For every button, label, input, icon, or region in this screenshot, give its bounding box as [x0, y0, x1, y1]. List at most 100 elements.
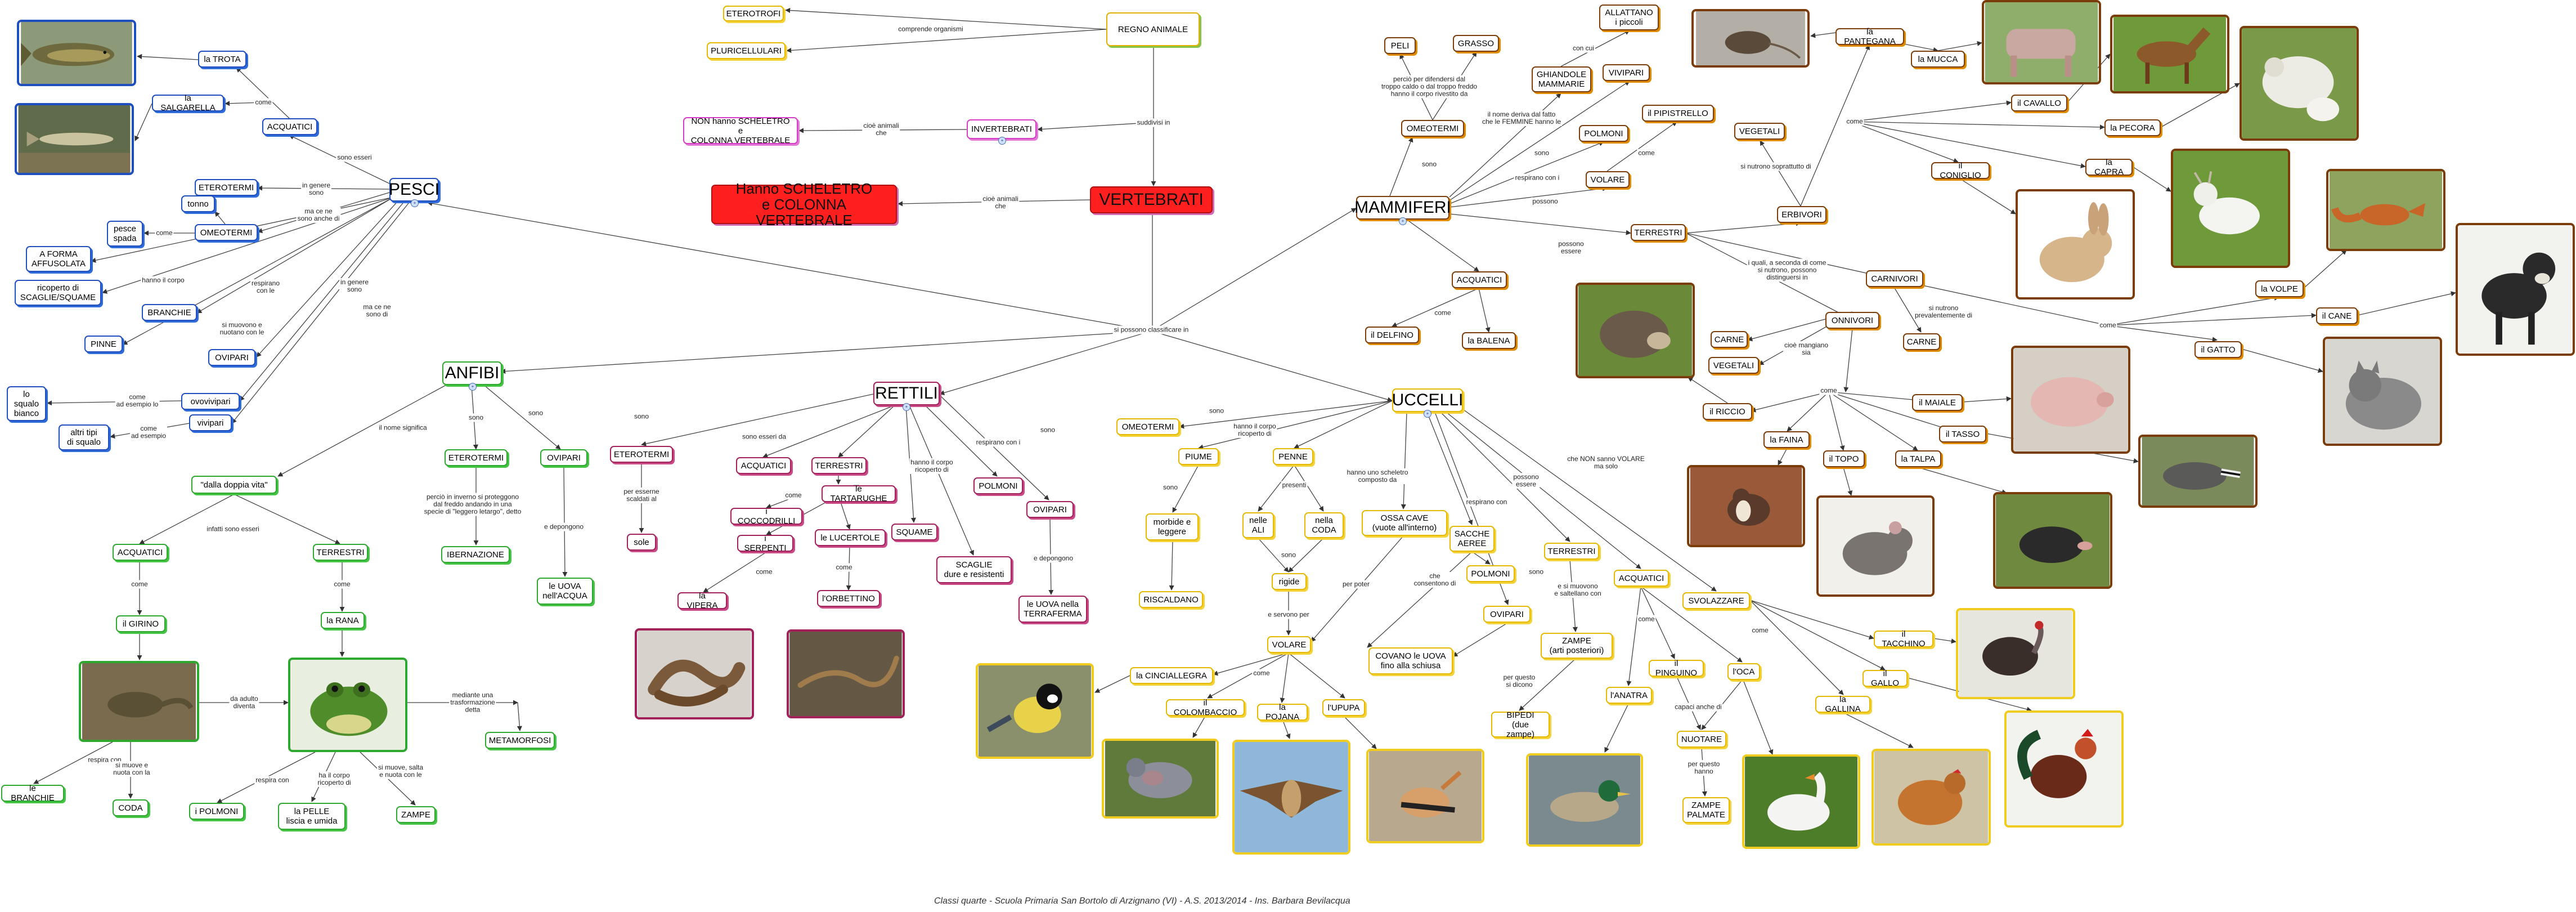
cinciallegra-node[interactable]: la CINCIALLEGRA — [1130, 667, 1213, 684]
squame-rettili-node[interactable]: SQUAME — [891, 524, 937, 540]
zampe-uccelli-node[interactable]: ZAMPE (arti posteriori) — [1541, 633, 1613, 659]
ghiandole-node[interactable]: GHIANDOLE MAMMARIE — [1532, 66, 1591, 92]
covano-node[interactable]: COVANO le UOVA fino alla schiusa — [1368, 647, 1453, 674]
altri-squalo-node[interactable]: altri tipi di squalo — [59, 424, 109, 450]
omeotermi-uccelli-node[interactable]: OMEOTERMI — [1116, 418, 1179, 435]
terrestri-rettili-node[interactable]: TERRESTRI — [811, 457, 867, 474]
pantegana-node[interactable]: la PANTEGANA — [1835, 27, 1904, 46]
tonno-node[interactable]: tonno — [181, 195, 215, 212]
affusolata-node[interactable]: A FORMA AFFUSOLATA — [26, 246, 91, 272]
eterotermi-anfibi-node[interactable]: ETEROTERMI — [445, 449, 508, 466]
anfibi-node[interactable]: ANFIBI — [442, 361, 502, 385]
sole-node[interactable]: sole — [627, 534, 656, 551]
talpa-node[interactable]: la TALPA — [1895, 450, 1941, 467]
piume-node[interactable]: PIUME — [1178, 448, 1219, 465]
grasso-node[interactable]: GRASSO — [1453, 35, 1499, 52]
omeotermi-pesci-node[interactable]: OMEOTERMI — [195, 224, 258, 241]
tacchino-node[interactable]: il TACCHINO — [1874, 629, 1933, 649]
rana-node[interactable]: la RANA — [321, 612, 365, 629]
tartarughe-node[interactable]: le TARTARUGHE — [822, 484, 896, 503]
acquatici-pesci-node[interactable]: ACQUATICI — [262, 118, 317, 135]
ovipari-rettili-node[interactable]: OVIPARI — [1026, 501, 1074, 518]
mammiferi-node[interactable]: MAMMIFERI — [1354, 196, 1451, 220]
carnivori-node[interactable]: CARNIVORI — [1866, 270, 1923, 287]
vipera-node[interactable]: la VIPERA — [677, 591, 727, 610]
branchie-pesci-node[interactable]: BRANCHIE — [142, 304, 197, 321]
delfino-node[interactable]: il DELFINO — [1365, 327, 1419, 343]
lucertole-node[interactable]: le LUCERTOLE — [815, 529, 886, 546]
invertebrati-node[interactable]: INVERTEBRATI — [967, 119, 1036, 139]
polmoni-uccelli-node[interactable]: POLMONI — [1466, 565, 1515, 582]
ovipari-uccelli-node[interactable]: OVIPARI — [1483, 606, 1531, 623]
girino-node[interactable]: il GIRINO — [116, 615, 165, 632]
pecora-node[interactable]: la PECORA — [2104, 119, 2161, 136]
terrestri-anfibi-node[interactable]: TERRESTRI — [313, 544, 368, 561]
orbettino-node[interactable]: l'ORBETTINO — [817, 590, 880, 607]
coccodrilli-node[interactable]: i COCCODRILLI — [730, 507, 802, 526]
omeotermi-mammiferi-node[interactable]: OMEOTERMI — [1401, 120, 1464, 137]
uova-terra-node[interactable]: le UOVA nella TERRAFERMA — [1018, 596, 1087, 623]
mucca-node[interactable]: la MUCCA — [1911, 51, 1965, 68]
vegetali-onnivori-node[interactable]: VEGETALI — [1708, 357, 1759, 374]
allattano-node[interactable]: ALLATTANO i piccoli — [1599, 5, 1659, 30]
polmoni-mammiferi-node[interactable]: POLMONI — [1579, 125, 1628, 142]
acquatici-anfibi-node[interactable]: ACQUATICI — [113, 544, 168, 561]
volpe-node[interactable]: la VOLPE — [2255, 280, 2304, 297]
cane-node[interactable]: il CANE — [2316, 307, 2358, 324]
capra-node[interactable]: la CAPRA — [2085, 158, 2133, 177]
svolazzare-node[interactable]: SVOLAZZARE — [1682, 592, 1750, 609]
terrestri-mammiferi-node[interactable]: TERRESTRI — [1631, 224, 1686, 241]
pelle-node[interactable]: la PELLE liscia e umida — [278, 803, 345, 830]
doppia-vita-node[interactable]: "dalla doppia vita" — [191, 476, 277, 494]
volare-uccelli-node[interactable]: VOLARE — [1267, 636, 1311, 653]
sacche-node[interactable]: SACCHE AEREE — [1449, 526, 1495, 552]
pojana-node[interactable]: la POJANA — [1257, 703, 1308, 722]
nuotare-node[interactable]: NUOTARE — [1677, 731, 1726, 748]
volare-mammiferi-node[interactable]: VOLARE — [1586, 171, 1630, 188]
coda-node[interactable]: CODA — [113, 799, 149, 816]
polmoni-anfibi-node[interactable]: i POLMONI — [189, 803, 244, 820]
vivipari-mammiferi-node[interactable]: VIVIPARI — [1603, 64, 1650, 81]
pinguino-node[interactable]: il PINGUINO — [1649, 659, 1704, 678]
morbide-node[interactable]: morbide e leggere — [1146, 513, 1199, 540]
pesci-node[interactable]: PESCI — [389, 178, 439, 202]
balena-node[interactable]: la BALENA — [1462, 332, 1516, 349]
acquatici-rettili-node[interactable]: ACQUATICI — [736, 457, 791, 474]
salgarella-node[interactable]: la SALGARELLA — [152, 93, 224, 113]
squalo-node[interactable]: lo squalo bianco — [7, 386, 46, 421]
regno-animale-node[interactable]: REGNO ANIMALE — [1106, 12, 1200, 46]
rigide-node[interactable]: rigide — [1272, 573, 1307, 590]
vivipari-pesci-node[interactable]: vivipari — [189, 414, 232, 431]
penne-node[interactable]: PENNE — [1273, 448, 1313, 465]
vegetali-erbivori-node[interactable]: VEGETALI — [1734, 123, 1785, 140]
metamorfosi-node[interactable]: METAMORFOSI — [485, 732, 555, 749]
branchie-anfibi-node[interactable]: le BRANCHIE — [1, 784, 64, 803]
coniglio-node[interactable]: il CONIGLIO — [1931, 161, 1990, 180]
ossa-cave-node[interactable]: OSSA CAVE (vuote all'interno) — [1362, 510, 1447, 536]
topo-node[interactable]: il TOPO — [1823, 450, 1865, 467]
ovipari-anfibi-node[interactable]: OVIPARI — [540, 449, 587, 466]
cavallo-node[interactable]: il CAVALLO — [2011, 95, 2067, 111]
polmoni-rettili-node[interactable]: POLMONI — [973, 477, 1023, 494]
vertebrati-node[interactable]: VERTEBRATI — [1090, 186, 1213, 213]
ovovivipari-node[interactable]: ovovivipari — [181, 393, 240, 410]
ibernazione-node[interactable]: IBERNAZIONE — [441, 546, 510, 563]
ricoperto-node[interactable]: ricoperto di SCAGLIE/SQUAME — [15, 280, 101, 306]
rettili-node[interactable]: RETTILI — [873, 382, 940, 405]
riscaldano-node[interactable]: RISCALDANO — [1139, 591, 1203, 608]
nella-coda-node[interactable]: nella CODA — [1304, 512, 1344, 538]
peli-node[interactable]: PELI — [1384, 37, 1416, 54]
pipistrello-node[interactable]: il PIPISTRELLO — [1642, 105, 1714, 122]
gallina-node[interactable]: la GALLINA — [1815, 695, 1870, 714]
pinne-node[interactable]: PINNE — [84, 336, 123, 352]
acquatici-mammiferi-node[interactable]: ACQUATICI — [1452, 271, 1507, 288]
carne-carnivori-node[interactable]: CARNE — [1903, 333, 1940, 350]
bipedi-node[interactable]: BIPEDI (due zampe) — [1491, 710, 1550, 739]
onnivori-node[interactable]: ONNIVORI — [1825, 312, 1879, 329]
eterotrofi-top-node[interactable]: ETEROTROFI — [723, 6, 784, 21]
eterotermi-pesci-node[interactable]: ETEROTERMI — [195, 179, 258, 196]
carne-onnivori-node[interactable]: CARNE — [1711, 331, 1748, 348]
nelle-ali-node[interactable]: nelle ALI — [1242, 512, 1274, 538]
erbivori-node[interactable]: ERBIVORI — [1777, 206, 1826, 223]
uova-acqua-node[interactable]: le UOVA nell'ACQUA — [537, 578, 593, 605]
